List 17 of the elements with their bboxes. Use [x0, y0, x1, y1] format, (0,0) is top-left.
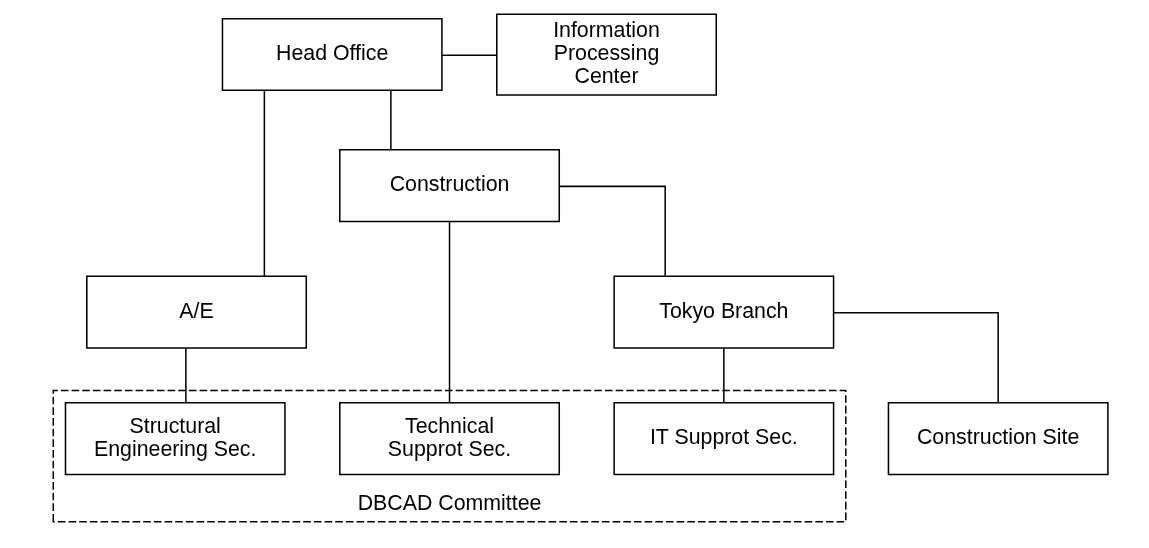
- connector: [390, 90, 392, 151]
- connector: [441, 54, 498, 57]
- connector: [833, 312, 999, 403]
- node-box: Head Office: [221, 17, 443, 92]
- connector: [559, 185, 666, 277]
- connector: [723, 347, 725, 404]
- node-box: IT Supprot Sec.: [613, 402, 835, 476]
- connector: [448, 221, 451, 404]
- node-box: Tokyo Branch: [613, 275, 835, 349]
- node-box: A/E: [86, 275, 308, 349]
- node-box: Structural Engineering Sec.: [64, 402, 286, 476]
- node-box: Construction: [339, 149, 560, 223]
- connector: [185, 347, 187, 404]
- node-box: Technical Supprot Sec.: [339, 402, 560, 476]
- connector: [263, 90, 266, 277]
- node-box: Construction Site: [887, 402, 1109, 476]
- node-box: Information Processing Center: [496, 13, 717, 96]
